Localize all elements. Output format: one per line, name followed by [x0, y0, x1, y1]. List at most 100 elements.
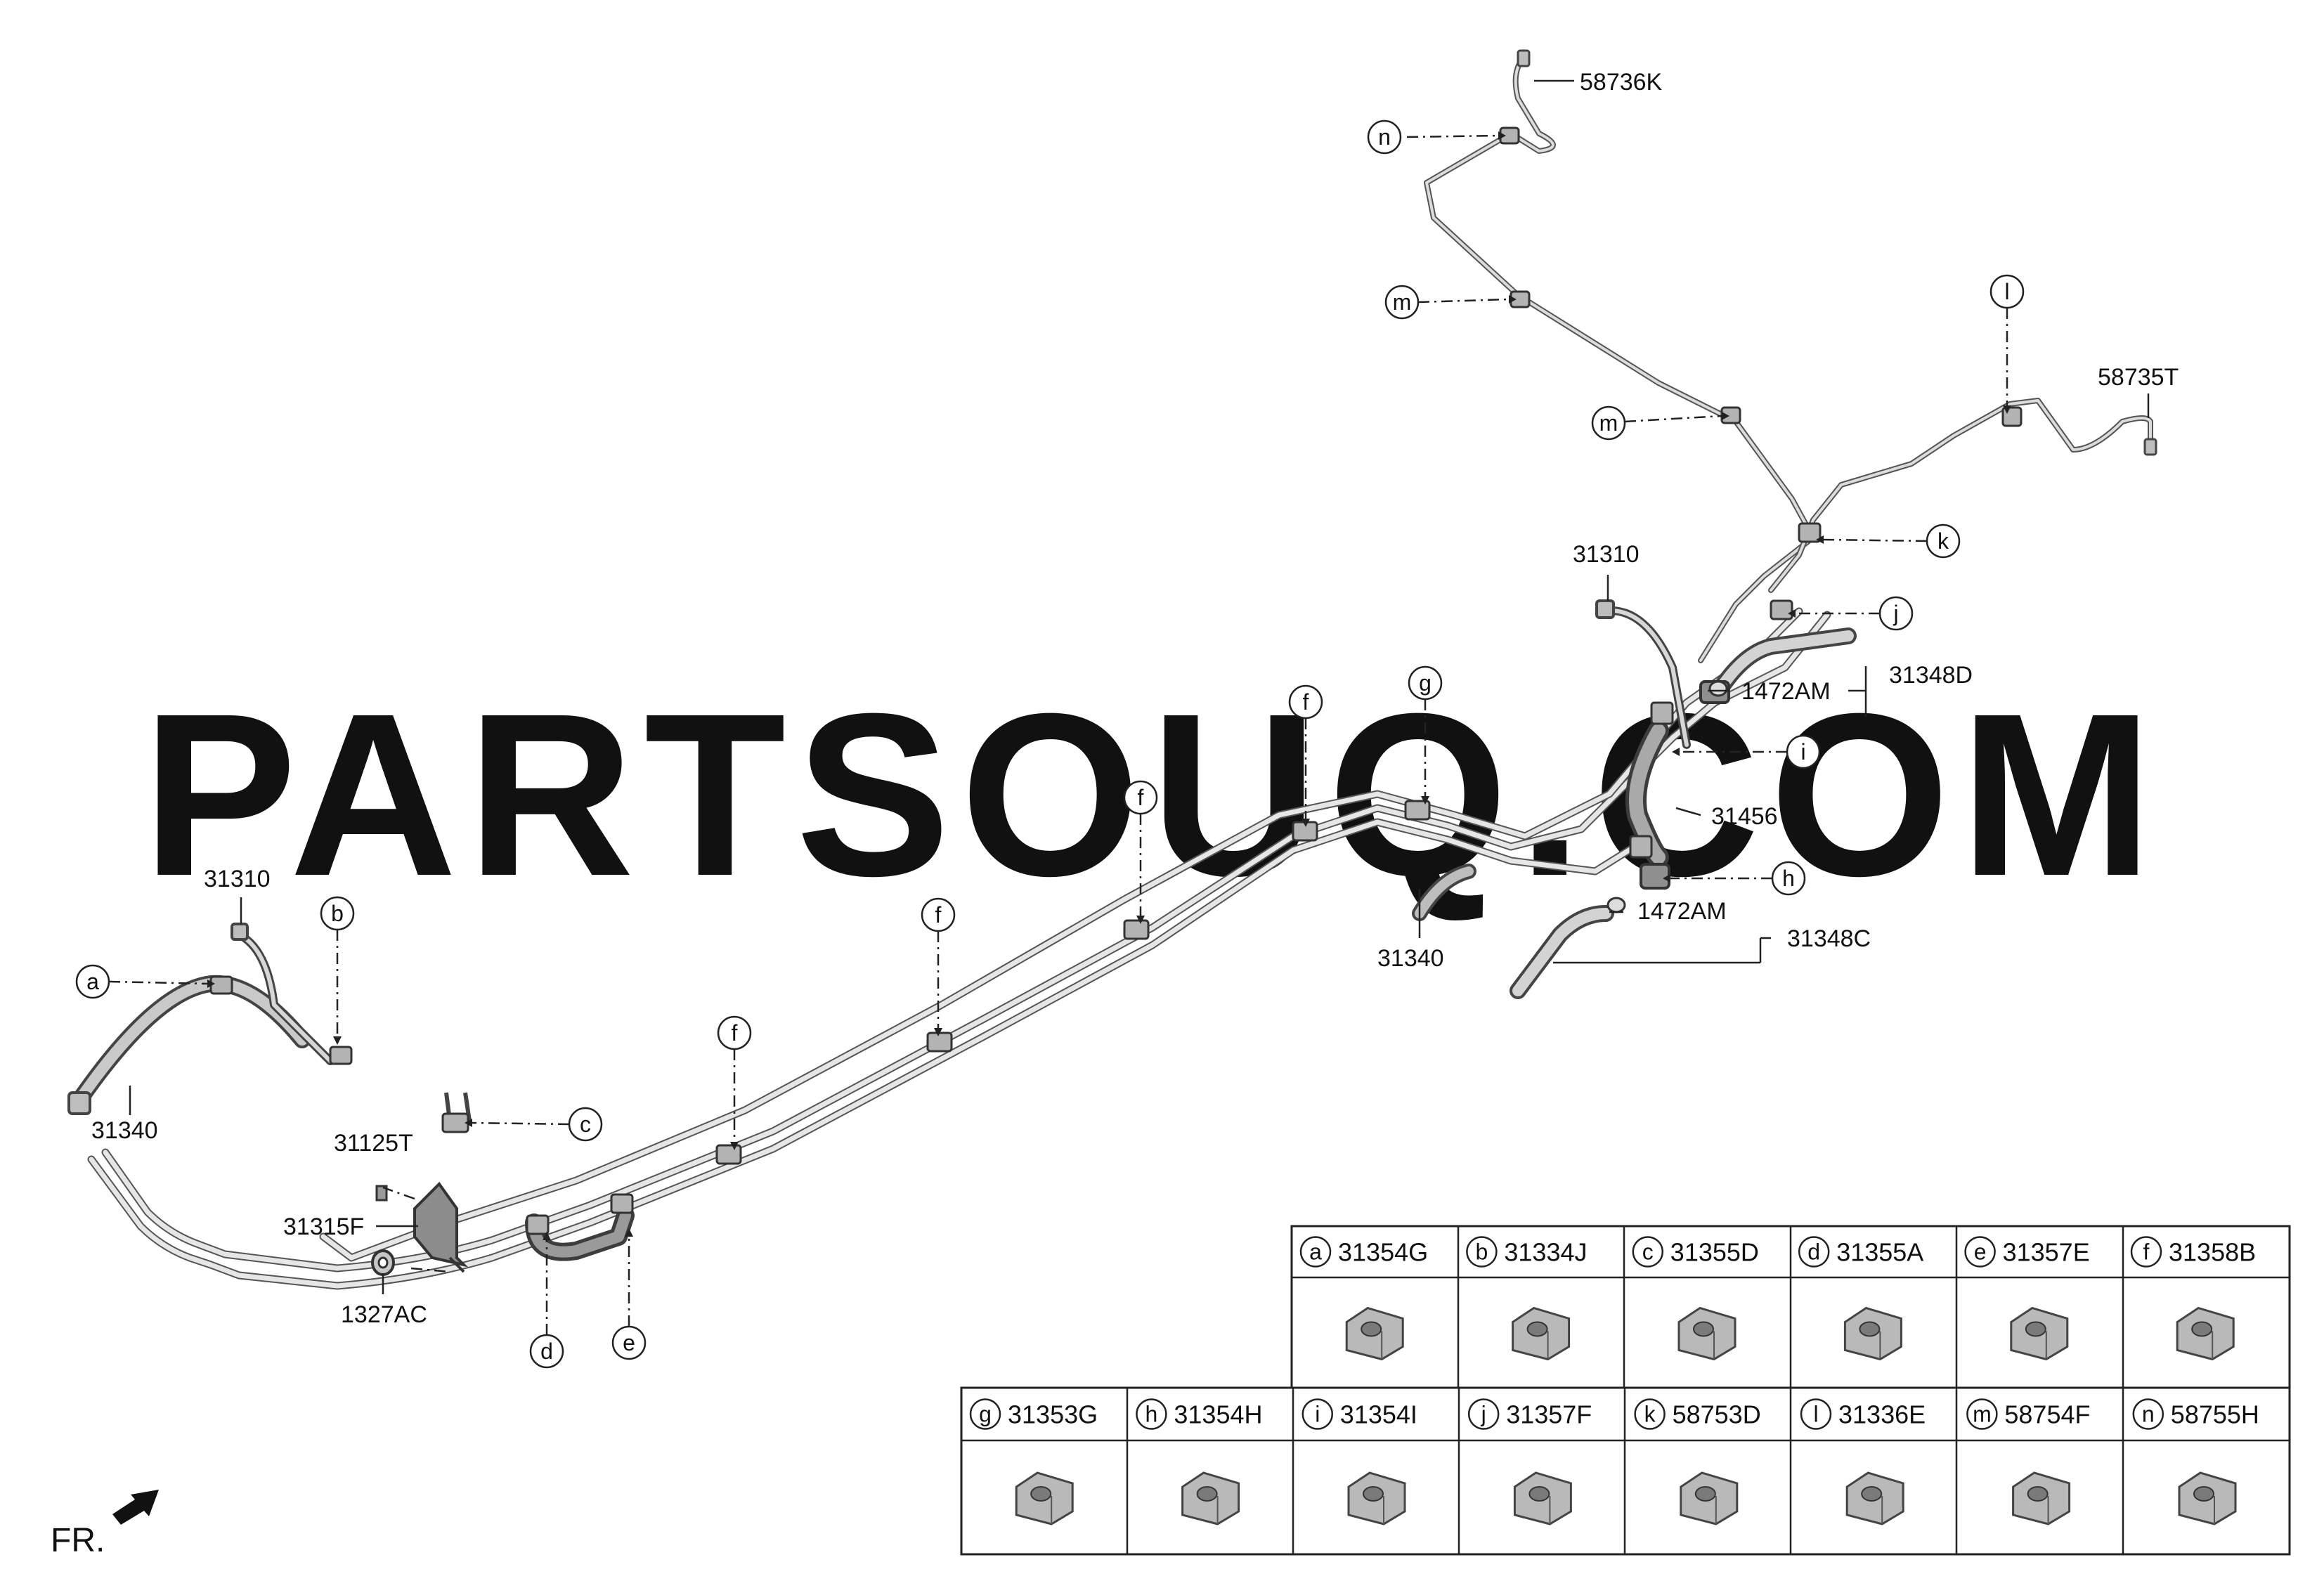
legend-letter: h [1145, 1402, 1158, 1427]
legend-cell-l: l 31336E [1800, 1398, 1926, 1525]
legend-part-number: 31358B [2169, 1238, 2256, 1267]
svg-text:f: f [1303, 689, 1309, 715]
svg-text:c: c [580, 1112, 591, 1137]
callout-a: a [75, 964, 110, 999]
legend-letter: b [1476, 1239, 1488, 1265]
legend-part-number: 31355D [1670, 1238, 1759, 1267]
legend-part-number: 31354I [1340, 1400, 1417, 1429]
legend-cell-b: b 31334J [1466, 1236, 1588, 1361]
line-clips [209, 126, 2023, 1235]
legend-letter-circle [1467, 1398, 1500, 1430]
legend-letter: i [1315, 1402, 1320, 1427]
callout-k: k [1926, 523, 1961, 559]
legend-letter: k [1644, 1402, 1656, 1427]
part-31340-left: 31340 [91, 1117, 158, 1144]
part-58735T: 58735T [2098, 364, 2179, 391]
callout-f-2: f [921, 897, 956, 932]
legend-part-number: 58753D [1673, 1400, 1761, 1429]
part-31310-top: 31310 [1573, 541, 1640, 568]
legend-part-number: 31353G [1008, 1400, 1098, 1429]
legend-letter-circle [1632, 1236, 1664, 1268]
part-31348D: 31348D [1889, 662, 1973, 689]
legend-letter-circle [2132, 1398, 2164, 1430]
svg-text:i: i [1800, 739, 1805, 764]
callouts: a b c d e f f f f g h i j k l m m n [75, 119, 2025, 1369]
callout-f-3: f [1123, 780, 1158, 815]
svg-text:f: f [732, 1020, 738, 1046]
part-31340-mid: 31340 [1377, 945, 1444, 972]
legend-cell-j: j 31357F [1467, 1398, 1592, 1525]
callout-g: g [1408, 665, 1443, 701]
legend-part-number: 58754F [2004, 1400, 2090, 1429]
legend-letter: a [1309, 1239, 1322, 1265]
legend-letter: l [1813, 1402, 1818, 1427]
leader-lines [108, 79, 2150, 1335]
svg-text:b: b [331, 901, 344, 926]
callout-l: l [1989, 274, 2025, 309]
legend-part-number: 31354H [1174, 1400, 1262, 1429]
svg-text:m: m [1393, 289, 1412, 315]
legend-part-number: 31334J [1504, 1238, 1587, 1267]
part-number-labels: 58736K 58735T 31310 31348D 1472AM 31456 … [91, 69, 2179, 1328]
part-31125T: 31125T [334, 1130, 413, 1157]
arrow-heads [207, 131, 2011, 1240]
legend-letter-circle [1800, 1398, 1832, 1430]
legend-letter-circle [1136, 1398, 1167, 1430]
clip-i-icon [1347, 1471, 1406, 1525]
svg-text:d: d [540, 1339, 553, 1364]
callout-m-2: m [1384, 285, 1420, 320]
callout-e: e [611, 1325, 647, 1360]
legend-part-number: 31336E [1838, 1400, 1926, 1429]
part-31315F: 31315F [283, 1213, 364, 1240]
legend-part-number: 58755H [2171, 1400, 2259, 1429]
callout-f-4: f [1288, 684, 1323, 720]
legend-cell-n: n 58755H [2132, 1398, 2259, 1525]
callout-m-1: m [1591, 405, 1626, 441]
clip-h-icon [1181, 1471, 1240, 1525]
legend-letter-circle [1966, 1398, 1998, 1430]
front-label: FR. [51, 1522, 105, 1559]
legend-letter: d [1807, 1239, 1820, 1265]
clip-k-icon [1680, 1471, 1739, 1525]
callout-i: i [1786, 734, 1821, 769]
svg-text:j: j [1893, 601, 1898, 626]
svg-text:l: l [2004, 279, 2009, 304]
svg-text:k: k [1937, 528, 1949, 554]
callout-c: c [568, 1107, 603, 1142]
legend-letter-circle [1964, 1236, 1996, 1268]
part-31456: 31456 [1711, 803, 1778, 830]
callout-j: j [1878, 596, 1914, 631]
clip-j-icon [1513, 1471, 1572, 1525]
clip-n-icon [2178, 1471, 2237, 1525]
front-arrow-icon [112, 1490, 159, 1525]
legend-letter-circle [1466, 1236, 1498, 1268]
svg-text:f: f [935, 902, 942, 928]
front-indicator: FR. [51, 1490, 159, 1559]
legend-letter: n [2142, 1402, 2155, 1427]
svg-text:f: f [1138, 785, 1144, 810]
legend-letter-circle [1299, 1236, 1332, 1268]
part-1327AC: 1327AC [341, 1301, 427, 1328]
clip-c-icon [1677, 1306, 1736, 1361]
legend-letter-circle [2130, 1236, 2162, 1268]
legend-letter-circle [1301, 1398, 1334, 1430]
legend-part-number: 31357F [1506, 1400, 1592, 1429]
part-58736K: 58736K [1580, 69, 1663, 96]
left-end-hose [67, 975, 311, 1115]
legend-letter: j [1481, 1402, 1486, 1427]
clip-e-icon [2010, 1306, 2069, 1361]
legend-part-number: 31357E [2003, 1238, 2090, 1267]
callout-b: b [320, 896, 355, 931]
svg-text:m: m [1599, 410, 1618, 436]
svg-text:a: a [86, 969, 99, 994]
callout-n: n [1367, 119, 1402, 155]
clip-m-icon [2012, 1471, 2071, 1525]
